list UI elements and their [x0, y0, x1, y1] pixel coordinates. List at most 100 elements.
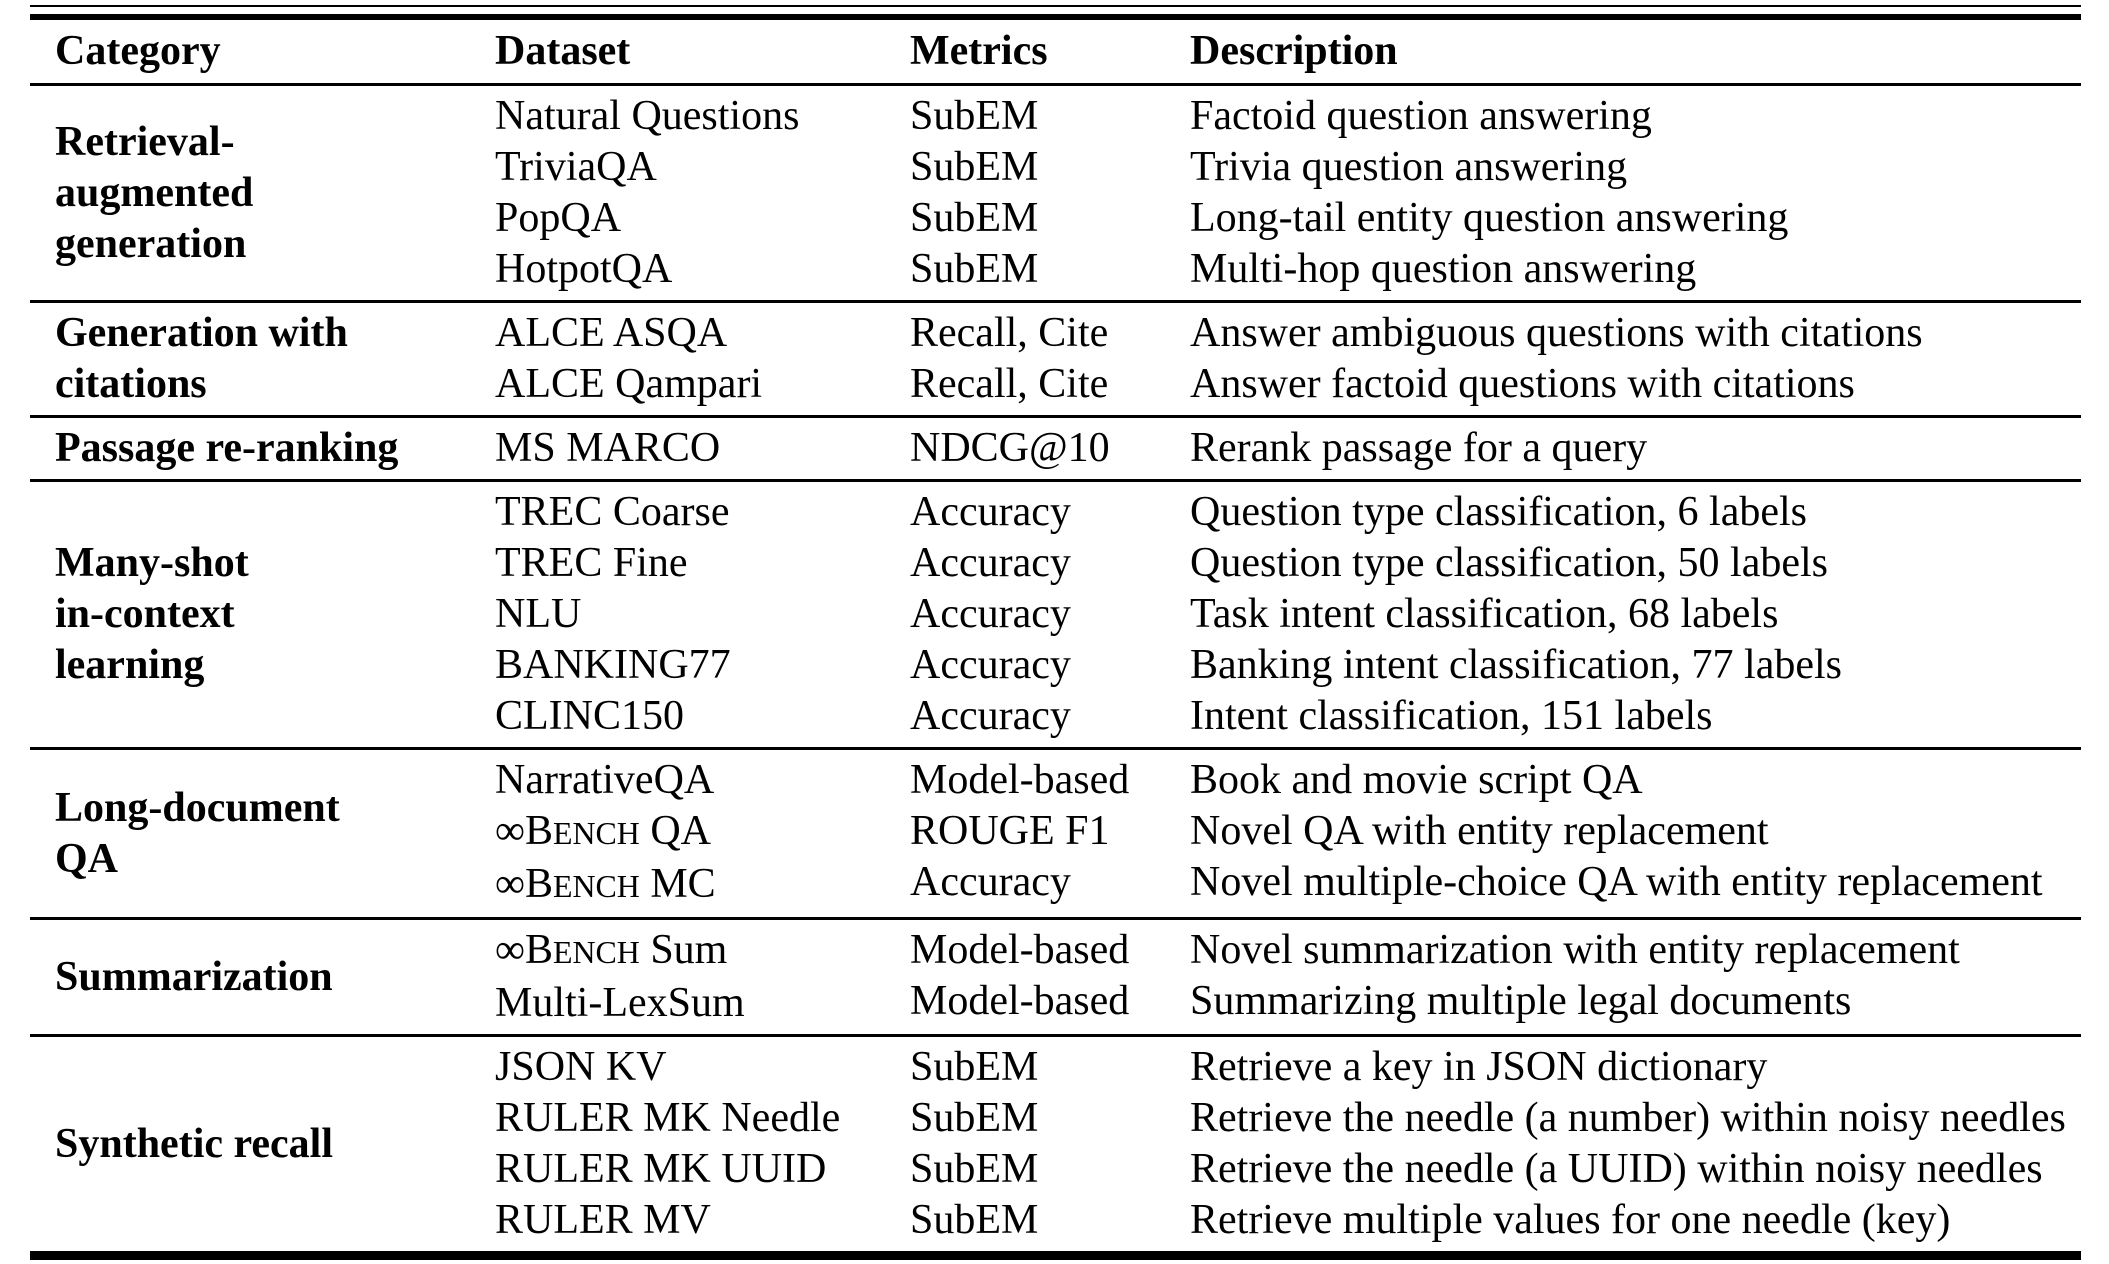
dataset-name: JSON KV	[495, 1044, 667, 1090]
table-row-group-many-shot-in-context-learning: Many-shot in-context learning TREC Coars…	[30, 482, 2081, 750]
description-text: Retrieve a key in JSON dictionary	[1190, 1044, 1768, 1090]
category-label: augmented	[55, 169, 254, 216]
dataset-name-part: Sum	[639, 927, 728, 973]
dataset-name: ∞BENCH QA	[495, 806, 885, 859]
category-label: QA	[55, 835, 118, 882]
top-rule-thin	[30, 5, 2081, 7]
category-label: Synthetic recall	[55, 1120, 334, 1167]
metric-value: Recall, Cite	[910, 361, 1109, 407]
description-text: Question type classification, 6 labels	[1190, 489, 1808, 535]
dataset-cell: TREC Coarse TREC Fine NLU BANKING77 CLIN…	[470, 487, 885, 742]
description-text: Book and movie script QA	[1190, 757, 1643, 803]
category-label: learning	[55, 642, 205, 688]
metric-value: ROUGE F1	[910, 808, 1110, 854]
header-rule	[30, 83, 2081, 86]
dataset-name: ALCE Qampari	[495, 361, 763, 407]
dataset-cell: ALCE ASQA ALCE Qampari	[470, 308, 885, 410]
category-cell: Retrieval- augmented generation	[30, 91, 470, 295]
dataset-cell: MS MARCO	[470, 423, 885, 474]
description-cell: Factoid question answering Trivia questi…	[1165, 91, 2081, 295]
dataset-name: BANKING77	[495, 642, 731, 688]
category-cell: Synthetic recall	[30, 1042, 470, 1246]
category-cell: Passage re-ranking	[30, 423, 470, 474]
category-cell: Generation with citations	[30, 308, 470, 410]
description-text: Answer factoid questions with citations	[1190, 361, 1855, 407]
metric-value: SubEM	[910, 195, 1039, 241]
description-cell: Answer ambiguous questions with citation…	[1165, 308, 2081, 410]
dataset-name-part: QA	[639, 808, 711, 854]
description-text: Novel QA with entity replacement	[1190, 808, 1769, 854]
category-label: Many-shot	[55, 540, 249, 586]
description-cell: Book and movie script QA Novel QA with e…	[1165, 755, 2081, 912]
dataset-name: TriviaQA	[495, 144, 657, 190]
metrics-cell: NDCG@10	[885, 423, 1165, 474]
description-text: Summarizing multiple legal documents	[1190, 978, 1852, 1024]
description-text: Question type classification, 50 labels	[1190, 540, 1829, 586]
metric-value: Model-based	[910, 927, 1130, 973]
table-row-group-summarization: Summarization ∞BENCH Sum Multi-LexSum Mo…	[30, 920, 2081, 1037]
category-label: Long-document	[55, 784, 340, 831]
description-text: Task intent classification, 68 labels	[1190, 591, 1779, 637]
metric-value: SubEM	[910, 93, 1039, 139]
dataset-cell: NarrativeQA ∞BENCH QA ∞BENCH MC	[470, 755, 885, 912]
benchmark-table: Category Dataset Metrics Description Ret…	[30, 5, 2081, 1260]
dataset-name: ∞BENCH MC	[495, 859, 885, 912]
metric-value: Accuracy	[910, 693, 1071, 739]
bottom-rule	[30, 1254, 2081, 1260]
metric-value: SubEM	[910, 1095, 1039, 1141]
table-row-group-generation-with-citations: Generation with citations ALCE ASQA ALCE…	[30, 303, 2081, 418]
description-cell: Retrieve a key in JSON dictionary Retrie…	[1165, 1042, 2081, 1246]
category-cell: Many-shot in-context learning	[30, 487, 470, 742]
dataset-name: TREC Fine	[495, 540, 688, 586]
dataset-name: RULER MK Needle	[495, 1095, 841, 1141]
dataset-name: TREC Coarse	[495, 489, 730, 535]
metric-value: Model-based	[910, 978, 1130, 1024]
dataset-name: RULER MK UUID	[495, 1146, 827, 1192]
category-label: in-context	[55, 591, 235, 637]
metric-value: Accuracy	[910, 489, 1071, 535]
dataset-cell: Natural Questions TriviaQA PopQA HotpotQ…	[470, 91, 885, 295]
metric-value: SubEM	[910, 144, 1039, 190]
metric-value: Accuracy	[910, 642, 1071, 688]
dataset-name-part: ∞B	[495, 861, 553, 907]
metrics-cell: Model-based ROUGE F1 Accuracy	[885, 755, 1165, 912]
dataset-name-smallcaps-part: ENCH	[552, 869, 640, 904]
description-text: Rerank passage for a query	[1190, 425, 1648, 471]
category-label: citations	[55, 361, 207, 407]
metrics-cell: SubEM SubEM SubEM SubEM	[885, 91, 1165, 295]
category-cell: Long-document QA	[30, 755, 470, 912]
description-text: Factoid question answering	[1190, 93, 1652, 139]
description-text: Long-tail entity question answering	[1190, 195, 1789, 241]
metric-value: Accuracy	[910, 859, 1071, 905]
dataset-name-smallcaps-part: ENCH	[552, 816, 640, 851]
category-label: generation	[55, 220, 247, 267]
description-text: Novel summarization with entity replacem…	[1190, 927, 1960, 973]
metric-value: Recall, Cite	[910, 310, 1109, 356]
dataset-name-part: MC	[639, 861, 716, 907]
description-text: Answer ambiguous questions with citation…	[1190, 310, 1923, 356]
table-header-row: Category Dataset Metrics Description	[30, 20, 2081, 83]
dataset-name: PopQA	[495, 195, 622, 241]
table-row-group-passage-re-ranking: Passage re-ranking MS MARCO NDCG@10 Rera…	[30, 418, 2081, 482]
dataset-name: CLINC150	[495, 693, 684, 739]
dataset-cell: JSON KV RULER MK Needle RULER MK UUID RU…	[470, 1042, 885, 1246]
metric-value: Accuracy	[910, 540, 1071, 586]
column-header-dataset: Dataset	[495, 28, 631, 74]
dataset-name-part: ∞B	[495, 927, 553, 973]
dataset-name-smallcaps-part: ENCH	[552, 935, 640, 970]
category-label: Generation with	[55, 310, 348, 356]
dataset-name: Multi-LexSum	[495, 980, 745, 1026]
category-label: Summarization	[55, 953, 333, 1000]
category-label: Passage re-ranking	[55, 425, 399, 471]
description-text: Retrieve the needle (a number) within no…	[1190, 1095, 2066, 1141]
dataset-name: ALCE ASQA	[495, 310, 728, 356]
column-header-metrics: Metrics	[910, 28, 1048, 74]
table-row-group-retrieval-augmented-generation: Retrieval- augmented generation Natural …	[30, 86, 2081, 303]
metric-value: SubEM	[910, 1146, 1039, 1192]
description-text: Trivia question answering	[1190, 144, 1628, 190]
top-rule-gap	[30, 7, 2081, 14]
dataset-name: HotpotQA	[495, 246, 673, 292]
dataset-name-part: ∞B	[495, 808, 553, 854]
top-rule-thick	[30, 14, 2081, 20]
metric-value: SubEM	[910, 246, 1039, 292]
